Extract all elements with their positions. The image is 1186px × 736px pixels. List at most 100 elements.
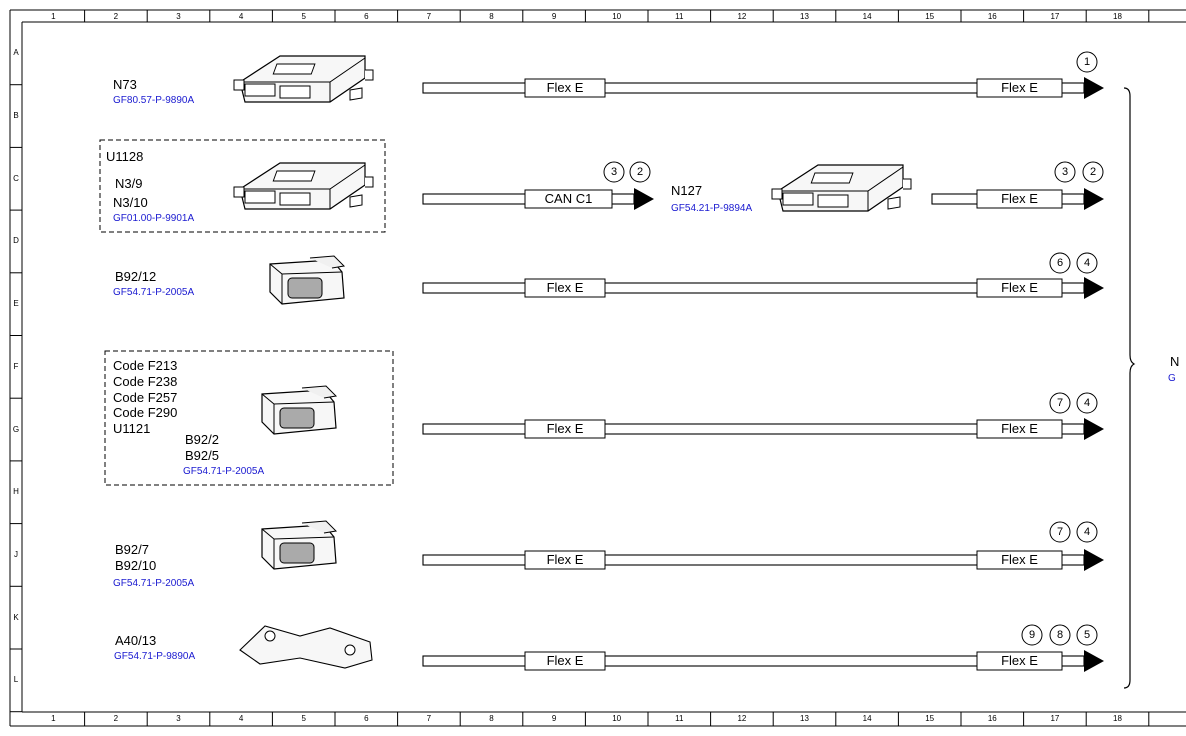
bus-2b-marker-number: 3 [1061,166,1069,178]
n73-label: N73 [113,77,137,92]
n73-ref: GF80.57-P-9890A [113,95,195,106]
bus-6-marker-number: 8 [1056,629,1064,641]
column-label-bottom: 8 [489,714,494,723]
n73-module [233,55,374,103]
bus-4-left-label: Flex E [546,421,584,436]
bus-6-left-label-box [524,651,606,671]
b92-12-sensor [269,255,345,305]
bus-5-arrow [1084,549,1104,571]
bus-6-left-label: Flex E [546,653,584,668]
n3-10-label: N3/10 [113,195,148,210]
code-group-ref: GF54.71-P-2005A [183,466,265,477]
bus-4-left-label-box [524,419,606,439]
column-label-bottom: 3 [176,714,181,723]
row-label: K [13,612,19,622]
a40-13-stud [264,630,276,642]
bus-2b-marker-circle [1082,161,1104,183]
column-label-top: 8 [489,12,494,21]
column-label-bottom: 11 [675,714,684,723]
column-label-bottom: 4 [238,714,244,723]
bus-3-marker-circle [1076,252,1098,274]
row-label: J [14,549,18,559]
bus-5-left-label-box [524,550,606,570]
n3-9-label: N3/9 [115,176,143,191]
column-label-bottom: 2 [113,714,119,723]
bus-6-arrow [1084,650,1104,672]
bus-3-right-label: Flex E [1001,280,1038,295]
b92-12-label: B92/12 [115,269,157,284]
right-brace [1123,87,1136,689]
code-f213-label: Code F213 [113,358,178,373]
column-label-top: 18 [1113,12,1122,21]
bus-1-right-label: Flex E [1001,80,1038,95]
n127-label: N127 [671,183,703,198]
bus-6-marker-circle [1021,624,1043,646]
b92-2-sensor [261,385,337,435]
u1128-group-box [99,139,386,233]
bus-6-marker-circle [1076,624,1098,646]
column-label-top: 10 [612,12,622,21]
column-label-top: 14 [862,12,872,21]
column-label-bottom: 6 [364,714,369,723]
bus-5-marker-number: 4 [1083,526,1091,538]
row-label: L [13,675,19,685]
bus-4-right-label: Flex E [1001,421,1038,436]
column-label-top: 4 [238,12,244,21]
column-label-top: 5 [301,12,306,21]
bus-6-marker-number: 9 [1028,629,1036,641]
bus-6-marker-number: 5 [1083,629,1091,641]
column-label-bottom: 9 [551,714,557,723]
a40-13-label: A40/13 [115,633,157,648]
bus-3-arrow [1084,277,1104,299]
bus-2a-marker-number: 3 [610,166,618,178]
code-group-box [104,350,394,486]
column-label-top: 7 [426,12,432,21]
bus-2a-marker-number: 2 [636,166,644,178]
bus-5-left-label: Flex E [546,552,584,567]
column-label-bottom: 7 [426,714,432,723]
bus-1-marker-number: 1 [1083,56,1091,68]
bus-3-marker-number: 6 [1056,257,1064,269]
bus-5-marker-circle [1049,521,1071,543]
b92-12-ref: GF54.71-P-2005A [113,287,195,298]
column-label-top: 17 [1050,12,1060,21]
bus-2a-arrow [634,188,654,210]
b92-5-label: B92/5 [185,448,219,463]
column-label-bottom: 18 [1113,714,1122,723]
column-label-top: 6 [364,12,369,21]
row-label: D [13,236,19,246]
column-label-bottom: 5 [301,714,306,723]
bus-5-marker-circle [1076,521,1098,543]
bus-4-arrow [1084,418,1104,440]
column-label-top: 15 [925,12,935,21]
row-label: A [13,48,19,58]
bus-3-right-label-box [976,278,1063,298]
column-label-bottom: 16 [987,714,997,723]
code-f238-label: Code F238 [113,374,178,389]
n127-ref: GF54.21-P-9894A [671,203,753,214]
bus-3-left-label: Flex E [546,280,584,295]
column-label-bottom: 13 [800,714,809,723]
code-f290-label: Code F290 [113,405,178,420]
column-label-top: 12 [737,12,747,21]
b92-7-label: B92/7 [115,542,149,557]
bus-3-marker-number: 4 [1083,257,1091,269]
bus-2a-marker-circle [629,161,651,183]
u1121-label: U1121 [113,421,151,436]
b92-2-label: B92/2 [185,432,219,447]
bus-4-marker-number: 4 [1083,397,1091,409]
b92-10-label: B92/10 [115,558,157,573]
column-label-top: 3 [176,12,181,21]
bus-4-right-label-box [976,419,1063,439]
bus-5-marker-number: 7 [1056,526,1064,538]
column-label-top: 9 [551,12,557,21]
bus-2b-label-box [976,189,1063,209]
row-label: G [12,424,20,434]
bus-2a-label-box [524,189,613,209]
bus-1-marker-circle [1076,51,1098,73]
code-f257-label: Code F257 [113,390,178,405]
u1128-label: U1128 [106,149,144,164]
bus-6-right-label: Flex E [1001,653,1038,668]
